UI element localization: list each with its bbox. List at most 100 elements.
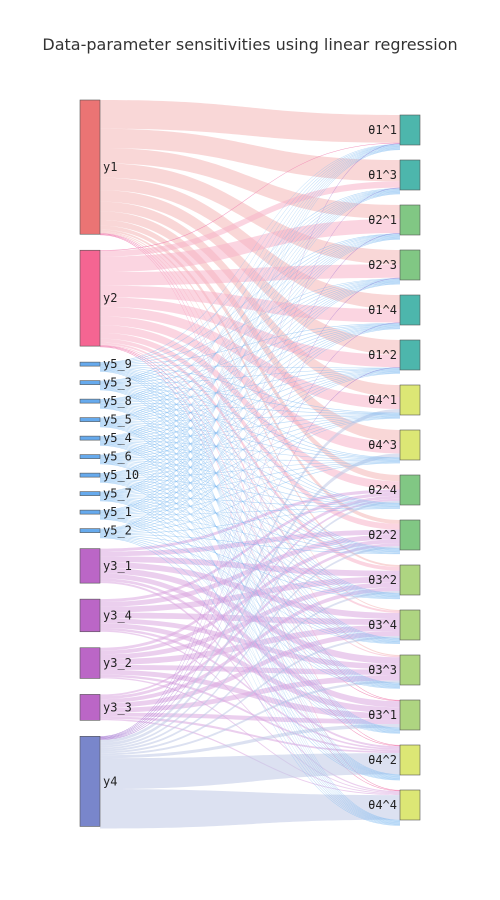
source-node-y5_5[interactable] xyxy=(79,417,101,422)
sankey-link-y5_5-t2 xyxy=(100,190,400,419)
sankey-link-y5_9-t5 xyxy=(100,323,400,366)
sankey-link-y5_6-t7 xyxy=(100,415,400,459)
source-node-y5_4[interactable] xyxy=(79,435,101,441)
sankey-link-y3_4-t11 xyxy=(100,576,400,613)
sankey-link-y5_9-t16 xyxy=(100,371,400,821)
sankey-link-y5_8-t4 xyxy=(100,279,400,402)
sankey-link-y5_10-t9 xyxy=(100,477,400,508)
sankey-link-y5_10-t6 xyxy=(100,371,400,477)
target-node-t3[interactable] xyxy=(399,204,421,236)
target-label-t10: θ2^2 xyxy=(368,528,397,542)
sankey-link-y5_1-t10 xyxy=(100,515,400,554)
sankey-link-y5_6-t12 xyxy=(100,461,400,642)
sankey-link-y5_9-t13 xyxy=(100,369,400,684)
sankey-link-y5_8-t2 xyxy=(100,189,400,401)
sankey-link-y5_1-t8 xyxy=(100,462,400,515)
source-node-y4[interactable] xyxy=(79,736,101,827)
target-node-t10[interactable] xyxy=(399,519,421,551)
sankey-link-y5_5-t1 xyxy=(100,145,400,419)
sankey-link-y5_8-t3 xyxy=(100,234,400,401)
source-label-y3_1: y3_1 xyxy=(103,559,132,573)
sankey-link-y5_4-t5 xyxy=(100,325,400,440)
source-node-y2[interactable] xyxy=(79,249,101,347)
sankey-link-y5_7-t5 xyxy=(100,327,400,495)
sankey-link-y5_2-t7 xyxy=(100,418,400,533)
sankey-link-y5_5-t15 xyxy=(100,426,400,777)
source-node-y5_9[interactable] xyxy=(79,361,101,367)
source-label-y5_9: y5_9 xyxy=(103,357,132,371)
sankey-link-y5_1-t14 xyxy=(100,517,400,733)
target-node-t7[interactable] xyxy=(399,384,421,416)
source-node-y5_1[interactable] xyxy=(79,509,101,515)
sankey-link-y5_1-t2 xyxy=(100,193,400,512)
target-node-t6[interactable] xyxy=(399,339,421,371)
source-node-y5_3[interactable] xyxy=(79,380,101,385)
target-node-t1[interactable] xyxy=(399,114,421,146)
source-node-y3_1[interactable] xyxy=(79,548,101,584)
source-label-y3_4: y3_4 xyxy=(103,608,132,622)
sankey-link-y5_5-t11 xyxy=(100,423,400,596)
source-label-y5_6: y5_6 xyxy=(103,450,132,464)
sankey-link-y4-t4 xyxy=(100,277,400,739)
source-node-y3_3[interactable] xyxy=(79,694,101,721)
sankey-link-y5_7-t12 xyxy=(100,498,400,643)
target-node-t9[interactable] xyxy=(399,474,421,506)
sankey-link-y3_4-t9 xyxy=(100,492,400,603)
target-node-t8[interactable] xyxy=(399,429,421,461)
sankey-link-y3_3-t9 xyxy=(100,498,400,697)
sankey-link-y5_3-t15 xyxy=(100,389,400,776)
sankey-link-y5_10-t8 xyxy=(100,460,400,478)
sankey-link-y5_5-t10 xyxy=(100,423,400,551)
sankey-link-y5_2-t16 xyxy=(100,537,400,826)
sankey-link-y3_1-t16 xyxy=(100,581,400,793)
sankey-link-y5_6-t16 xyxy=(100,463,400,824)
sankey-link-y1-t13 xyxy=(100,232,400,657)
sankey-link-y5_4-t13 xyxy=(100,443,400,686)
target-node-t13[interactable] xyxy=(399,654,421,686)
source-node-y5_6[interactable] xyxy=(79,454,101,459)
sankey-link-y5_4-t14 xyxy=(100,443,400,731)
sankey-link-y5_4-t15 xyxy=(100,444,400,778)
target-node-t4[interactable] xyxy=(399,249,421,281)
sankey-link-y3_4-t16 xyxy=(100,630,400,794)
source-node-y1[interactable] xyxy=(79,99,101,235)
sankey-link-y5_1-t7 xyxy=(100,417,400,515)
sankey-link-y3_4-t15 xyxy=(100,627,400,750)
sankey-link-y5_6-t1 xyxy=(100,146,400,456)
sankey-link-y5_4-t9 xyxy=(100,440,400,506)
sankey-link-y5_2-t14 xyxy=(100,536,400,734)
sankey-link-y5_1-t9 xyxy=(100,507,400,516)
target-label-t11: θ3^2 xyxy=(368,573,397,587)
source-node-y5_7[interactable] xyxy=(79,491,101,496)
sankey-link-y2-t1 xyxy=(100,142,400,251)
source-node-y5_10[interactable] xyxy=(79,472,101,478)
source-label-y3_3: y3_3 xyxy=(103,700,132,714)
sankey-link-y5_3-t11 xyxy=(100,386,400,595)
target-node-t12[interactable] xyxy=(399,609,421,641)
sankey-link-y5_8-t9 xyxy=(100,403,400,505)
sankey-link-y5_9-t2 xyxy=(100,188,400,364)
nodes-layer xyxy=(79,99,421,827)
sankey-link-y5_10-t12 xyxy=(100,479,400,643)
target-node-t15[interactable] xyxy=(399,744,421,776)
target-node-t14[interactable] xyxy=(399,699,421,731)
sankey-link-y3_3-t12 xyxy=(100,631,400,708)
source-node-y5_8[interactable] xyxy=(79,398,101,404)
sankey-link-y5_6-t15 xyxy=(100,463,400,778)
target-node-t11[interactable] xyxy=(399,564,421,596)
sankey-link-y1-t14 xyxy=(100,233,400,701)
target-node-t2[interactable] xyxy=(399,159,421,191)
source-node-y5_2[interactable] xyxy=(79,528,101,533)
sankey-link-y5_8-t5 xyxy=(100,324,400,403)
sankey-link-y5_7-t16 xyxy=(100,500,400,825)
target-node-t16[interactable] xyxy=(399,789,421,821)
target-node-t5[interactable] xyxy=(399,294,421,326)
source-node-y3_4[interactable] xyxy=(79,598,101,633)
sankey-link-y2-t12 xyxy=(100,342,400,613)
sankey-link-y5_9-t6 xyxy=(100,365,400,369)
sankey-link-y5_4-t16 xyxy=(100,445,400,823)
sankey-link-y5_3-t8 xyxy=(100,384,400,459)
source-node-y3_2[interactable] xyxy=(79,647,101,679)
sankey-link-y5_4-t3 xyxy=(100,235,400,438)
sankey-link-y5_5-t8 xyxy=(100,421,400,460)
